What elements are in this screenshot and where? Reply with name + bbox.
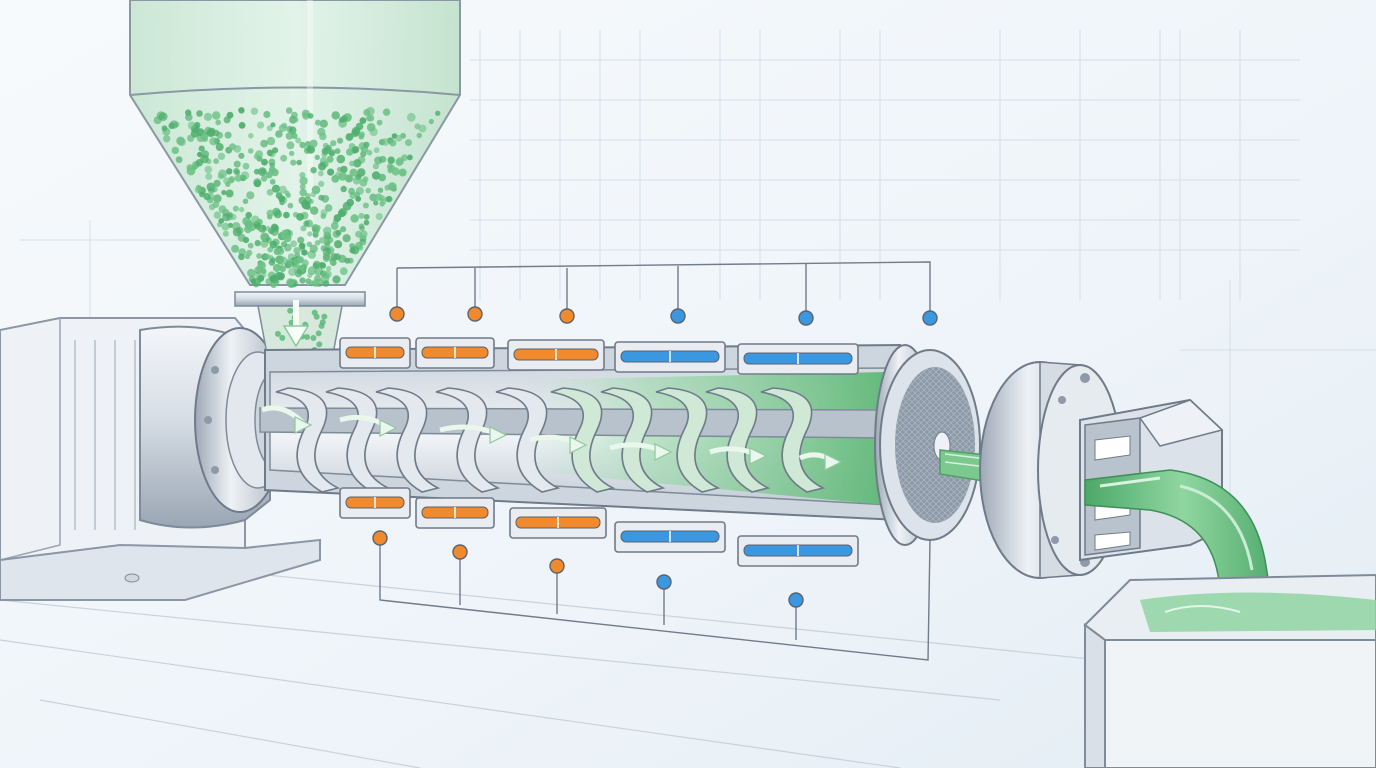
- blue-dot-icon: [656, 574, 672, 590]
- screw-flight: [760, 387, 826, 493]
- heater-band-bottom: [339, 487, 411, 519]
- cooling-tank: [1083, 573, 1376, 768]
- heater-band-top: [415, 337, 495, 369]
- arrow-right-icon: [439, 424, 508, 444]
- hopper-flange: [234, 291, 366, 307]
- orange-dot-icon: [452, 544, 468, 560]
- feed-hopper: [129, 0, 461, 392]
- arrow-right-icon: [798, 452, 843, 471]
- arrow-right-icon: [261, 405, 843, 471]
- heater-band-top: [737, 343, 859, 375]
- floor-lines: [0, 559, 1101, 768]
- screw-flight: [435, 387, 501, 493]
- heater-band-top: [507, 339, 605, 371]
- heater-band-top: [614, 341, 726, 373]
- arrow-right-icon: [261, 405, 313, 434]
- blue-dot-icon: [922, 310, 938, 326]
- screw-flight: [275, 387, 341, 493]
- arrow-right-icon: [339, 414, 398, 437]
- extrusion-screw: [259, 387, 891, 493]
- heater-band-bottom: [737, 535, 859, 567]
- screw-flight: [550, 387, 616, 493]
- screw-flight: [600, 387, 666, 493]
- orange-dot-icon: [559, 308, 575, 324]
- screw-flight: [705, 387, 771, 493]
- screw-flight: [495, 387, 561, 493]
- blue-dot-icon: [670, 308, 686, 324]
- heater-bands: [339, 337, 859, 567]
- orange-dot-icon: [549, 558, 565, 574]
- blue-dot-icon: [788, 592, 804, 608]
- temperature-sensors: [372, 306, 938, 608]
- screw-flight: [655, 387, 721, 493]
- arrow-right-icon: [529, 434, 588, 454]
- orange-dot-icon: [372, 530, 388, 546]
- plastic-pellets: [153, 106, 441, 289]
- heater-band-bottom: [415, 497, 495, 529]
- arrow-down-icon: [282, 300, 310, 348]
- heater-band-bottom: [614, 521, 726, 553]
- heater-band-top: [339, 337, 411, 369]
- orange-dot-icon: [467, 306, 483, 322]
- blue-dot-icon: [798, 310, 814, 326]
- arrow-right-icon: [609, 442, 673, 461]
- control-wiring: [379, 261, 931, 661]
- breaker-plate-screen: [874, 344, 981, 546]
- arrow-right-icon: [709, 446, 768, 465]
- heater-band-bottom: [509, 507, 607, 539]
- blueprint-grid: [20, 30, 1376, 560]
- screw-flight: [375, 387, 441, 493]
- orange-dot-icon: [389, 306, 405, 322]
